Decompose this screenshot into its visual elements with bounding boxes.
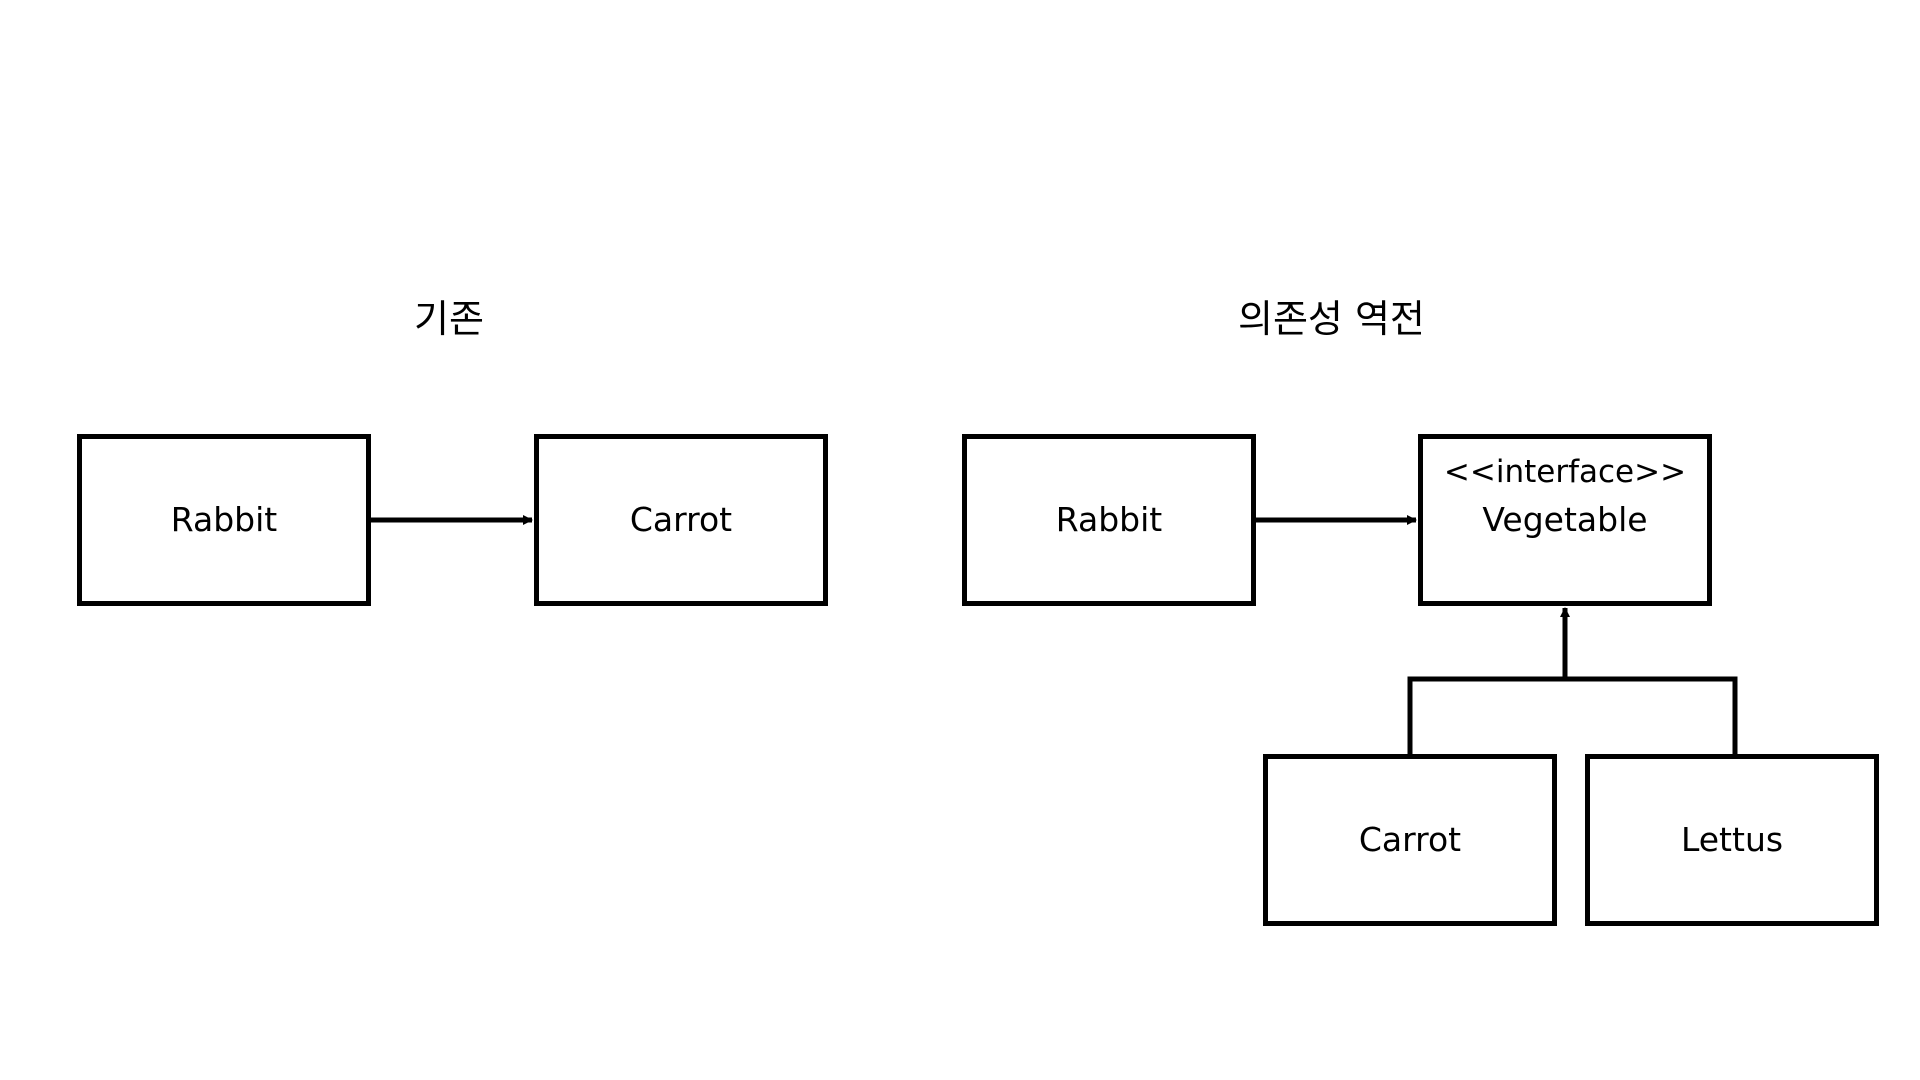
class-name-rabbit: Rabbit — [1055, 500, 1163, 540]
class-box-lettus-implementation: Lettus — [1585, 754, 1879, 926]
section-title-dependency-inversion: 의존성 역전 — [1238, 297, 1425, 341]
interface-box-vegetable: <<interface>> Vegetable — [1418, 434, 1712, 606]
class-name-lettus: Lettus — [1680, 820, 1784, 860]
section-title-original: 기존 — [414, 297, 484, 341]
class-name-carrot: Carrot — [1358, 820, 1462, 860]
class-box-carrot-implementation: Carrot — [1263, 754, 1557, 926]
interface-stereotype: <<interface>> — [1443, 454, 1687, 490]
connector-carrot-lettus-bracket — [1407, 676, 1738, 754]
interface-name-vegetable: Vegetable — [1482, 500, 1648, 540]
class-box-rabbit-original: Rabbit — [77, 434, 371, 606]
class-name-rabbit: Rabbit — [170, 500, 278, 540]
class-box-rabbit-inverted: Rabbit — [962, 434, 1256, 606]
class-box-carrot-original: Carrot — [534, 434, 828, 606]
class-name-carrot: Carrot — [629, 500, 733, 540]
